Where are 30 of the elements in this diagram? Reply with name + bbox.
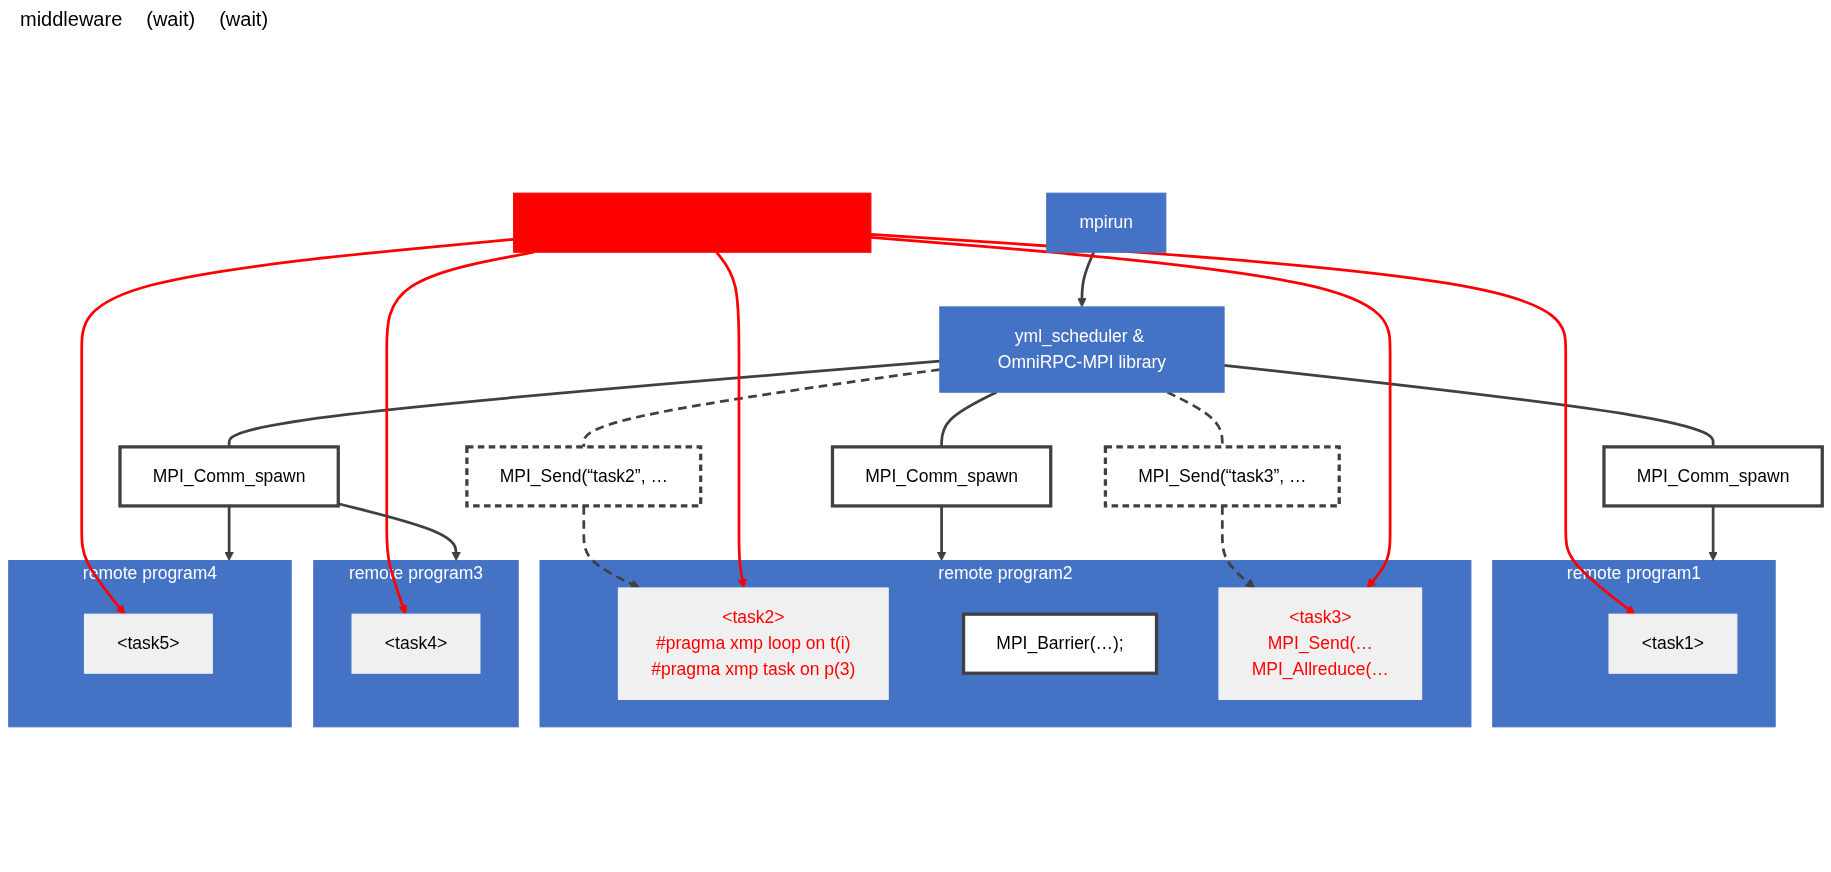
node-box: mpirun: [1046, 192, 1167, 253]
node-box: MPI_Comm_spawn: [118, 445, 340, 508]
arrow: [870, 232, 1636, 615]
arrow: [337, 502, 461, 562]
arrow: [1708, 505, 1718, 562]
arrow: [715, 251, 747, 589]
node-box: <task1>: [1608, 613, 1738, 674]
connector: [582, 368, 940, 447]
arrow: [870, 235, 1392, 589]
node-box: <task5>: [83, 613, 213, 674]
arrow: [80, 238, 514, 615]
arrow: [1220, 505, 1255, 589]
node-box: <task2> #pragma xmp loop on t(i) #pragma xmp task on p(3): [617, 587, 889, 700]
note-text: middleware: [20, 8, 123, 30]
arrow: [1077, 251, 1095, 308]
node-box: MPI_Comm_spawn: [1602, 445, 1824, 508]
connector: [227, 359, 940, 447]
node-bar: [513, 192, 872, 253]
node-box: MPI_Send(“task3”, …: [1103, 445, 1341, 508]
node-box: yml_scheduler & OmniRPC-MPI library: [939, 306, 1225, 393]
arrow: [582, 505, 640, 589]
note-text: (wait): [146, 8, 196, 30]
node-box: MPI_Send(“task2”, …: [465, 445, 703, 508]
arrow: [224, 505, 234, 562]
node-box: <task4>: [351, 613, 481, 674]
node-box: MPI_Barrier(…);: [961, 612, 1159, 675]
note-text: (wait): [219, 8, 269, 30]
node-box: MPI_Comm_spawn: [830, 445, 1053, 508]
node-box: <task3> MPI_Send(… MPI_Allreduce(…: [1218, 587, 1423, 700]
arrow: [936, 505, 947, 562]
